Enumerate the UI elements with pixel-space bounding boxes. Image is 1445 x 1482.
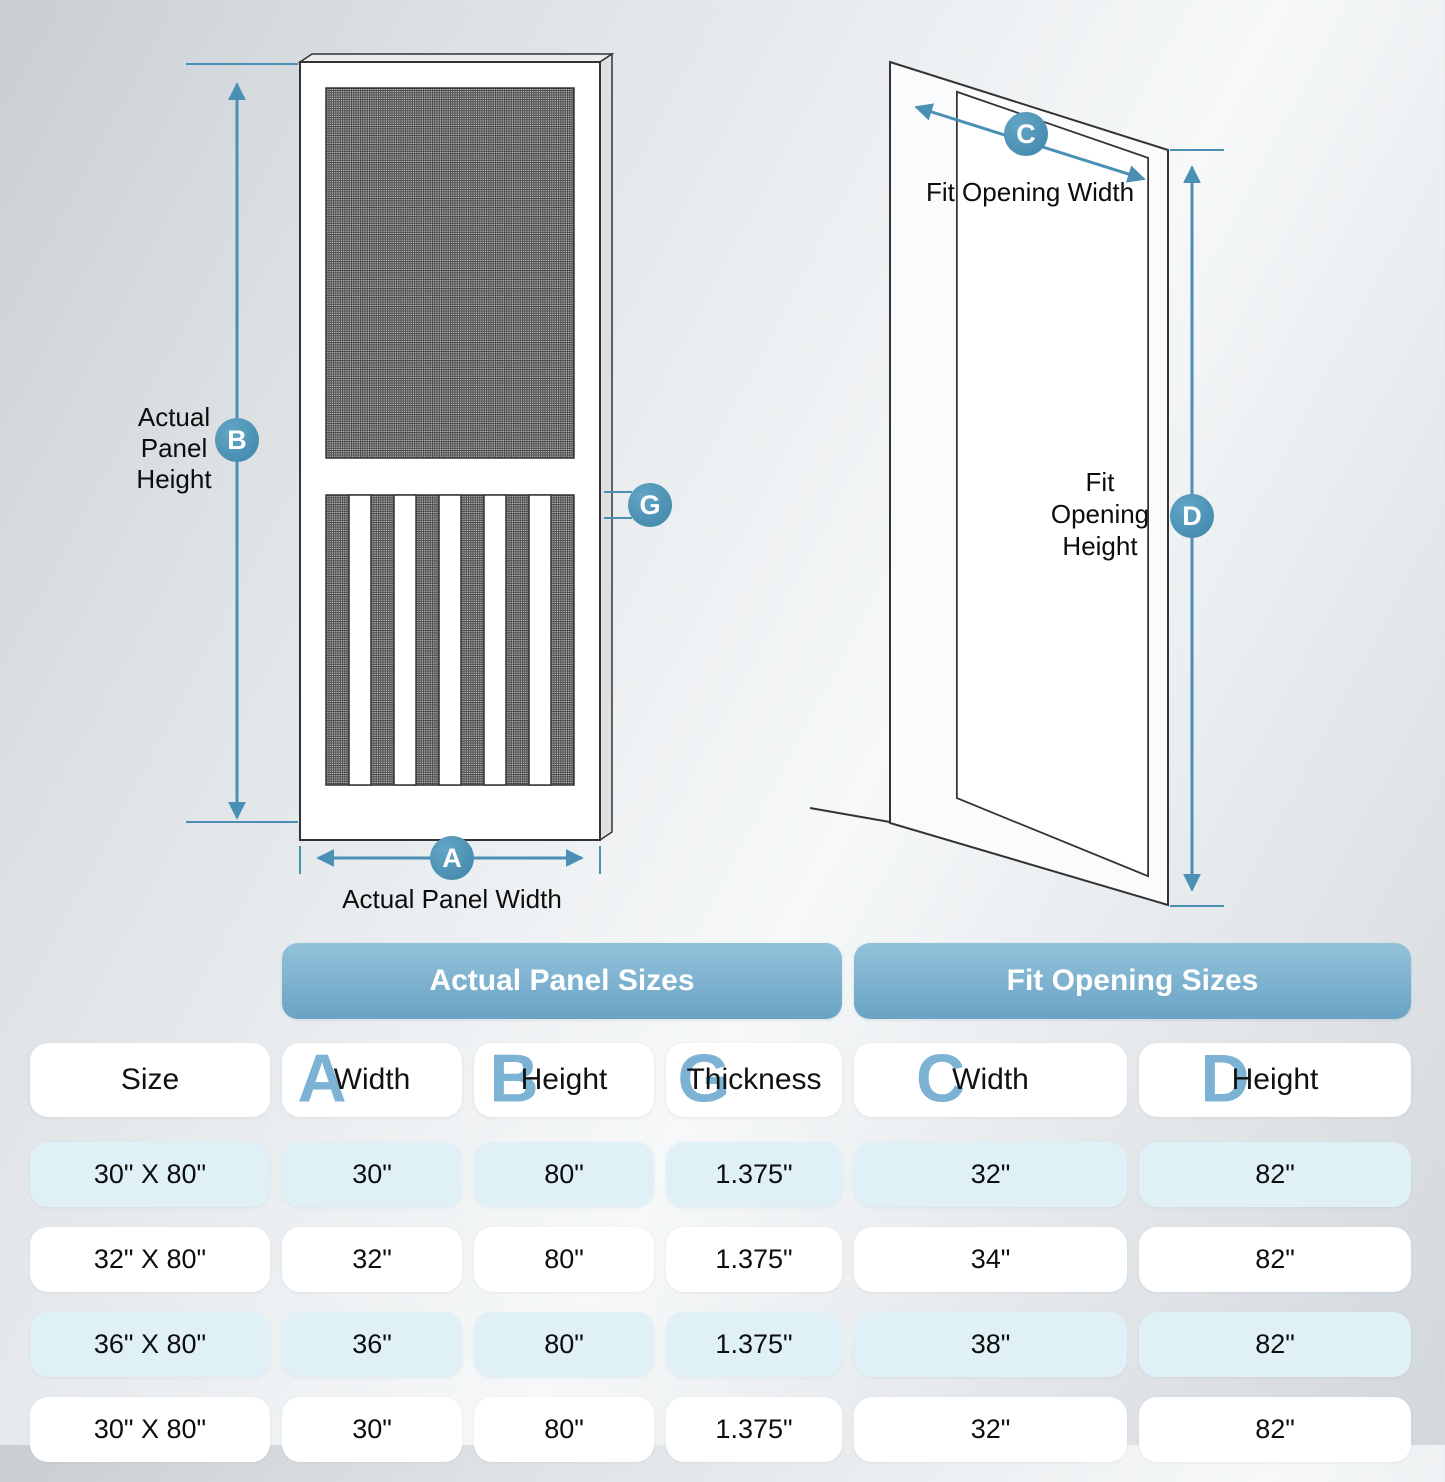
fit-opening-width-label: Fit Opening Width bbox=[925, 177, 1135, 207]
table-row: 32" X 80" 32" 80" 1.375" 34" 82" bbox=[30, 1227, 1412, 1292]
fit-height-d-cell: 82" bbox=[1139, 1397, 1411, 1462]
dimension-diagram-graphics bbox=[186, 52, 1224, 907]
column-header-height-b: B Height bbox=[474, 1043, 654, 1117]
column-label: Width bbox=[333, 1063, 411, 1096]
size-cell: 30" X 80" bbox=[30, 1142, 270, 1207]
fit-width-c-cell: 32" bbox=[854, 1142, 1127, 1207]
width-a-cell: 30" bbox=[282, 1142, 462, 1207]
column-header-size: Size bbox=[30, 1043, 270, 1117]
column-letter-b: B bbox=[489, 1043, 539, 1117]
height-b-cell: 80" bbox=[474, 1312, 654, 1377]
extension-lines-a bbox=[299, 846, 601, 874]
size-table: Actual Panel Sizes Fit Opening Sizes Siz… bbox=[30, 943, 1412, 1482]
thickness-g-cell: 1.375" bbox=[666, 1397, 842, 1462]
actual-panel-width-label: Actual Panel Width bbox=[342, 884, 562, 914]
table-row: 30" X 80" 30" 80" 1.375" 32" 82" bbox=[30, 1142, 1412, 1207]
height-b-cell: 80" bbox=[474, 1142, 654, 1207]
height-b-cell: 80" bbox=[474, 1397, 654, 1462]
size-cell: 36" X 80" bbox=[30, 1312, 270, 1377]
fit-width-c-cell: 38" bbox=[854, 1312, 1127, 1377]
column-letter-d: D bbox=[1200, 1043, 1250, 1117]
column-label: Height bbox=[1231, 1063, 1319, 1096]
screen-door-illustration bbox=[297, 52, 615, 842]
thickness-g-cell: 1.375" bbox=[666, 1142, 842, 1207]
column-header-width-a: A Width bbox=[282, 1043, 462, 1117]
fit-height-d-cell: 82" bbox=[1139, 1312, 1411, 1377]
fit-width-c-cell: 32" bbox=[854, 1397, 1127, 1462]
column-label: Size bbox=[120, 1063, 180, 1096]
door-bottom-slats bbox=[348, 494, 552, 786]
thickness-g-cell: 1.375" bbox=[666, 1312, 842, 1377]
column-header-thickness-g: G Thickness bbox=[666, 1043, 842, 1117]
column-header-row: Size A Width B Height G Thickness C Widt… bbox=[30, 1043, 1412, 1117]
extension-lines-b bbox=[186, 63, 298, 823]
table-row: 36" X 80" 36" 80" 1.375" 38" 82" bbox=[30, 1312, 1412, 1377]
thickness-ticks-g bbox=[604, 491, 632, 519]
dimension-diagram-stage: Actual Panel Height Actual Panel Width F… bbox=[136, 52, 1224, 914]
marker-d-circle: D bbox=[1170, 494, 1214, 538]
size-cell: 30" X 80" bbox=[30, 1397, 270, 1462]
marker-g-circle: G bbox=[628, 483, 672, 527]
column-letter-g: G bbox=[677, 1043, 731, 1117]
width-a-cell: 30" bbox=[282, 1397, 462, 1462]
height-b-cell: 80" bbox=[474, 1227, 654, 1292]
fit-opening-sizes-header: Fit Opening Sizes bbox=[854, 943, 1411, 1019]
column-letter-c: C bbox=[915, 1043, 966, 1117]
column-label: Height bbox=[520, 1063, 608, 1096]
fit-width-c-cell: 34" bbox=[854, 1227, 1127, 1292]
column-header-height-d: D Height bbox=[1139, 1043, 1411, 1117]
group-header-row: Actual Panel Sizes Fit Opening Sizes bbox=[30, 943, 1412, 1019]
fit-height-d-cell: 82" bbox=[1139, 1142, 1411, 1207]
column-label: Width bbox=[952, 1063, 1029, 1096]
fit-opening-height-label: Fit Opening Height bbox=[1050, 467, 1150, 561]
extension-lines-d bbox=[1170, 149, 1224, 907]
marker-b-circle: B bbox=[215, 418, 259, 462]
actual-panel-sizes-header: Actual Panel Sizes bbox=[282, 943, 842, 1019]
actual-panel-height-label: Actual Panel Height bbox=[136, 402, 212, 494]
width-a-cell: 36" bbox=[282, 1312, 462, 1377]
column-label: Thickness bbox=[686, 1063, 822, 1096]
table-row-partial: 30" X 80" 30" 80" 1.375" 32" 82" bbox=[30, 1397, 1412, 1462]
column-letter-a: A bbox=[297, 1043, 347, 1117]
door-top-mesh bbox=[325, 87, 575, 459]
thickness-g-cell: 1.375" bbox=[666, 1227, 842, 1292]
marker-a-circle: A bbox=[430, 836, 474, 880]
column-header-width-c: C Width bbox=[854, 1043, 1127, 1117]
size-cell: 32" X 80" bbox=[30, 1227, 270, 1292]
width-a-cell: 32" bbox=[282, 1227, 462, 1292]
fit-height-d-cell: 82" bbox=[1139, 1227, 1411, 1292]
marker-c-circle: C bbox=[1004, 112, 1048, 156]
